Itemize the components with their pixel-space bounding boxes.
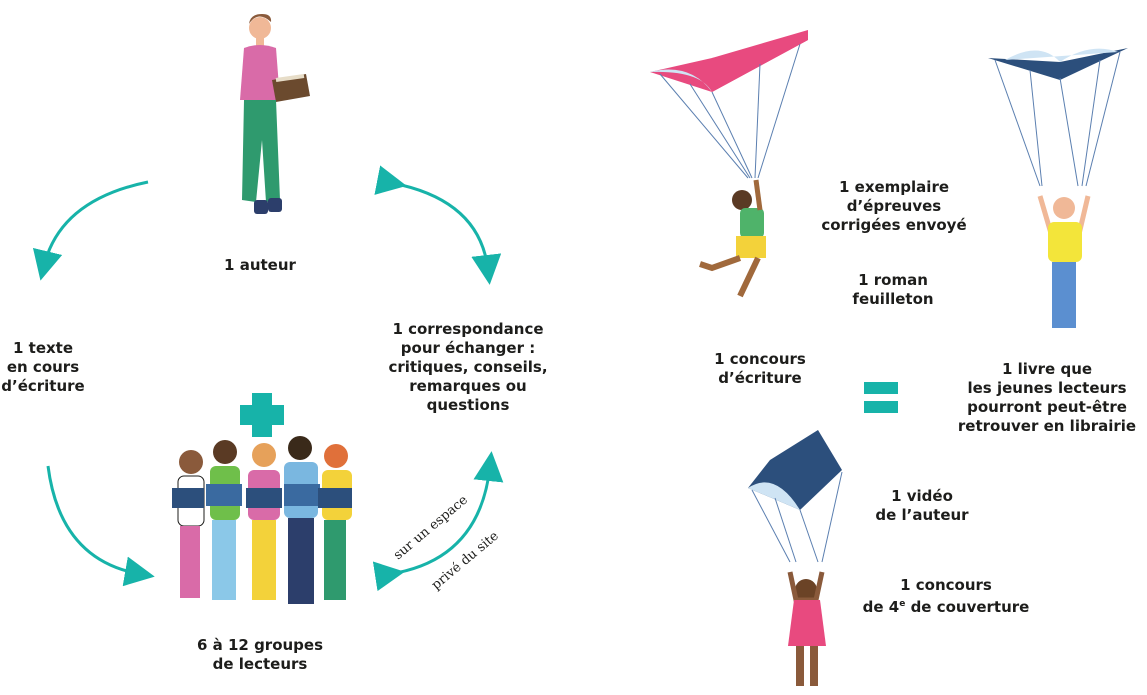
equals-icon [864,382,898,413]
readers-group-illustration [172,436,352,604]
book-line3: pourront peut-être [967,398,1127,416]
proof-line2: d’épreuves [846,197,942,215]
correspondence-line3: critiques, conseils, [388,358,548,376]
arrow-readers-correspondence [372,451,504,592]
text-in-progress-label: 1 texte en cours d’écriture [0,339,86,396]
navy-book-parachute-illustration [748,430,843,686]
text-label-line1: 1 texte [12,339,74,357]
author-label: 1 auteur [200,256,320,275]
cover-contest-line2-a: de 4 [862,598,900,616]
pink-book-parachute-illustration [650,30,808,298]
book-line2: les jeunes lecteurs [967,379,1127,397]
correspondence-line1: 1 correspondance [392,320,544,338]
serial-line2: feuilleton [852,290,934,308]
plus-icon [240,393,284,437]
reader-groups-label: 6 à 12 groupes de lecteurs [180,636,340,674]
contest-line1: 1 concours [714,350,806,368]
proof-copy-label: 1 exemplaire d’épreuves corrigées envoyé [808,178,980,235]
writing-contest-label: 1 concours d’écriture [700,350,820,388]
correspondence-label: 1 correspondance pour échanger : critiqu… [368,320,568,415]
cover-contest-line2: de 4e de couverture [846,595,1046,617]
blue-book-parachute-illustration [988,48,1128,328]
serial-line1: 1 roman [858,271,928,289]
author-video-label: 1 vidéo de l’auteur [862,487,982,525]
space-caption-line2: privé du site [429,528,502,593]
cover-contest-line2-b: de couverture [905,598,1030,616]
contest-line2: d’écriture [718,369,802,387]
arrow-author-to-text [32,180,149,281]
author-label-line1: 1 auteur [224,256,296,274]
proof-line1: 1 exemplaire [838,178,950,196]
video-line1: 1 vidéo [891,487,953,505]
arrow-correspondence-author [374,165,502,285]
arrow-text-to-readers [46,465,155,587]
cover-contest-label: 1 concours de 4e de couverture [846,576,1046,617]
cover-contest-line1: 1 concours [900,576,992,594]
groups-line1: 6 à 12 groupes [196,636,324,654]
proof-line3: corrigées envoyé [821,216,967,234]
text-label-line2: en cours [6,358,80,376]
book-result-label: 1 livre que les jeunes lecteurs pourront… [950,360,1144,436]
video-line2: de l’auteur [875,506,969,524]
cover-contest-sup: e [899,599,906,609]
correspondence-line5: questions [426,396,510,414]
author-illustration [240,14,310,214]
book-line1: 1 livre que [1001,360,1093,378]
space-caption-line1: sur un espace [391,492,471,563]
groups-line2: de lecteurs [212,655,308,673]
serial-novel-label: 1 roman feuilleton [828,271,958,309]
correspondence-line2: pour échanger : [400,339,536,357]
correspondence-line4: remarques ou [409,377,527,395]
book-line4: retrouver en librairie [957,417,1137,435]
text-label-line3: d’écriture [1,377,85,395]
